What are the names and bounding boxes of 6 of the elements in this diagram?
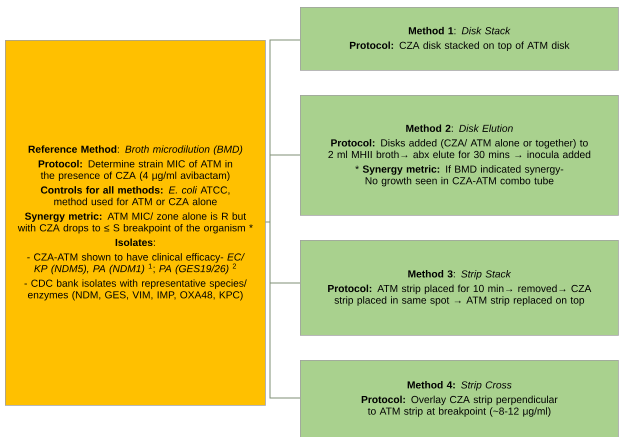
connector-line [265,222,300,398]
method-box: Method 3: Strip Stack Protocol: ATM strip placed for 10 min→ removed→ CZA strip placed in same spot → ATM strip replaced on top [300,240,619,336]
reference-method-box: Reference Method: Broth microdilution (BMD) Protocol: Determine strain MIC of ATM in the presence of CZA (4 μg/ml avibactam) Controls for all methods: E. coli ATCC, method used for ATM or CZA alone Synergy metric: ATM MIC/ zone alone is R but with CZA drops to ≤ S breakpoint of the organism * Isolates: - CZA-ATM shown to have clinical efficacy- EC/ KP (NDM5), PA (NDM1) $^{1}$; PA (GES19/26) $^{2}$ - CDC bank isolates with representative species/ enzymes (NDM, GES, VIM, IMP, OXA48, KPC) [5,40,266,406]
method-box: Method 1: Disk Stack Protocol: CZA disk stacked on top of ATM disk [300,7,619,71]
method-box: Method 2: Disk Elution Protocol: Disks added (CZA/ ATM alone or together) to 2 ml MHII broth→ abx elute for 30 mins → inocula added *Synergy metric: If BMD indicated synergy- No growth seen in CZA-ATM combo tube [300,95,619,216]
method-box: Method 4: Strip Cross Protocol: Overlay CZA strip perpendicular to ATM strip at breakpoint (~8-12 μg/ml) [300,360,619,437]
